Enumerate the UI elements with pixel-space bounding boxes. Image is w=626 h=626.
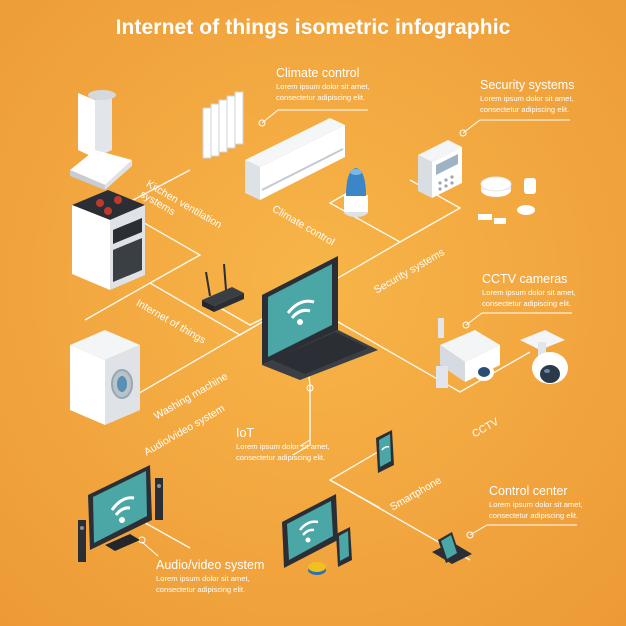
security-sensors [478,176,536,224]
washing-machine [70,330,140,425]
range-hood [70,90,132,190]
callout-text-line: Lorem ipsum dolor sit amet, [480,94,574,103]
control-center-device [432,532,472,564]
callout-heading: Control center [489,484,568,498]
radiator [202,91,244,159]
callout-heading: CCTV cameras [482,272,568,286]
cctv-camera-box [436,318,500,388]
callout-heading: Security systems [480,78,575,92]
callout-text-line: consectetur adipiscing elit. [236,453,326,462]
humidifier [344,168,368,217]
tablet-devices [282,494,352,575]
callout-text-line: consectetur adipiscing elit. [156,585,246,594]
smartphone [376,430,394,473]
callout-security-systems: Security systems Lorem ipsum dolor sit a… [480,78,610,115]
router [202,263,244,312]
page-title: Internet of things isometric infographic [115,16,511,39]
callout-climate-control: Climate control Lorem ipsum dolor sit am… [276,66,406,103]
callout-text-line: Lorem ipsum dolor sit amet, [276,82,370,91]
callout-iot: IoT Lorem ipsum dolor sit amet, consecte… [236,426,366,463]
callout-text-line: Lorem ipsum dolor sit amet, [482,288,576,297]
callout-cctv-cameras: CCTV cameras Lorem ipsum dolor sit amet,… [482,272,612,309]
callout-heading: Climate control [276,66,360,80]
callout-text-line: consectetur adipiscing elit. [482,299,572,308]
callout-text-line: Lorem ipsum dolor sit amet, [489,500,583,509]
stove [72,190,145,290]
callout-text-line: Lorem ipsum dolor sit amet, [156,574,250,583]
callout-pointers [138,109,577,557]
callout-audio-video-system: Audio/video system Lorem ipsum dolor sit… [156,558,286,595]
security-panel [418,140,462,198]
cctv-camera-dome [520,330,568,384]
callout-heading: Audio/video system [156,558,265,572]
callout-text-line: consectetur adipiscing elit. [489,511,579,520]
air-conditioner [245,118,345,200]
laptop [262,256,378,380]
callout-text-line: consectetur adipiscing elit. [276,93,366,102]
callout-text-line: Lorem ipsum dolor sit amet, [236,442,330,451]
callout-text-line: consectetur adipiscing elit. [480,105,570,114]
callout-control-center: Control center Lorem ipsum dolor sit ame… [489,484,619,521]
tv-system [78,465,163,562]
callout-heading: IoT [236,426,255,440]
